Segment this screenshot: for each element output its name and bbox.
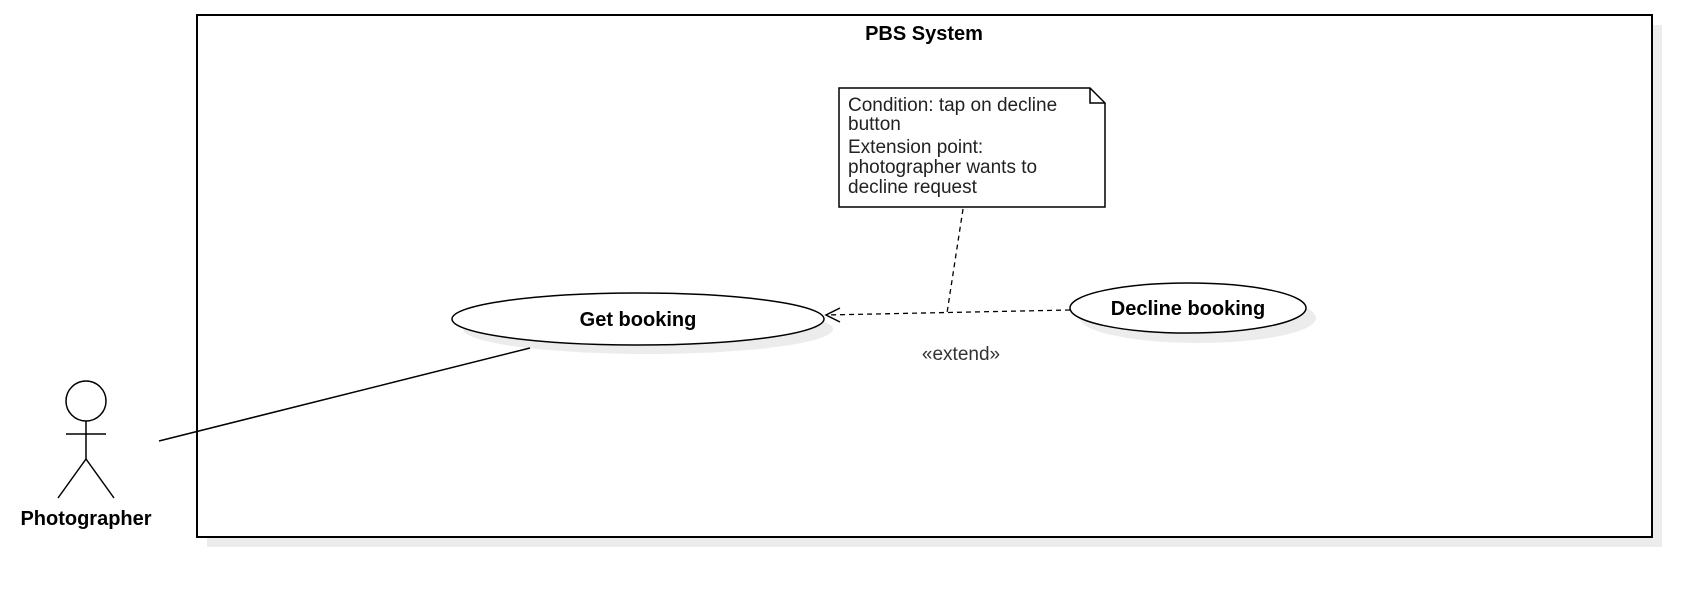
note-fold [1089, 88, 1105, 104]
condition-note: Condition: tap on decline button Extensi… [838, 87, 1106, 208]
extend-stereotype-label: «extend» [922, 344, 1000, 365]
association-line [158, 347, 531, 442]
extend-relationship: «extend» [824, 307, 1071, 365]
actor-head [65, 380, 107, 422]
use-case-decline-booking[interactable]: Decline booking [1069, 282, 1316, 343]
note-extension-line-3: decline request [848, 177, 978, 198]
use-case-decline-booking-ellipse [1069, 282, 1307, 334]
extend-line [825, 309, 1071, 316]
use-case-get-booking[interactable]: Get booking [451, 292, 833, 354]
note-condition-line-1: Condition: tap on decline [848, 95, 1057, 116]
use-case-get-booking-ellipse [451, 292, 825, 346]
note-condition-line-2: button [848, 114, 901, 135]
actor-left-leg [57, 458, 87, 499]
actor-right-leg [85, 458, 115, 499]
note-extension-line-1: Extension point: [848, 137, 983, 158]
system-title: PBS System [865, 23, 983, 45]
use-case-decline-booking-label: Decline booking [1111, 298, 1265, 320]
use-case-get-booking-label: Get booking [580, 309, 697, 331]
extend-arrowhead [824, 307, 841, 323]
note-shape [838, 87, 1106, 208]
note-extension-line-2: photographer wants to [848, 157, 1037, 178]
actor-label: Photographer [20, 508, 151, 530]
actor-photographer[interactable]: Photographer [20, 380, 152, 530]
